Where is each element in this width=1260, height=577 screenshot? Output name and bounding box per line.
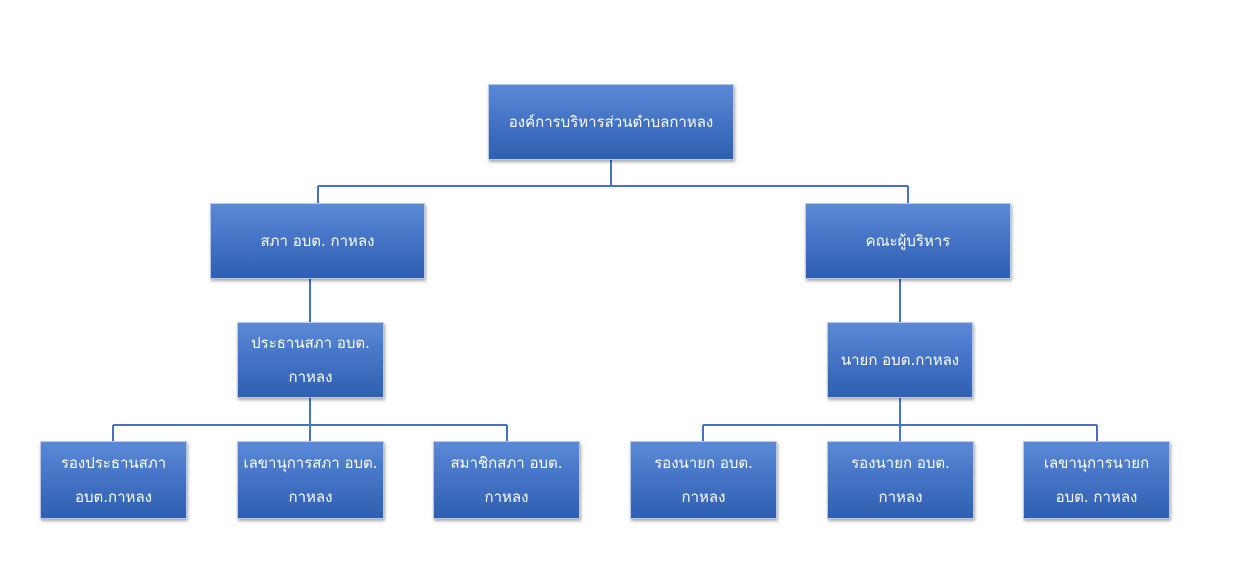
node-mayor-secretary: เลขานุการนายก อบต. กาหลง	[1023, 441, 1170, 519]
node-council-president: ประธานสภา อบต. กาหลง	[237, 322, 384, 398]
node-executive-board: คณะผู้บริหาร	[805, 203, 1011, 279]
node-council: สภา อบต. กาหลง	[210, 203, 425, 279]
node-root-organization: องค์การบริหารส่วนตำบลกาหลง	[488, 84, 734, 160]
node-council-vice-president: รองประธานสภา อบต.กาหลง	[40, 441, 187, 519]
node-deputy-mayor-1: รองนายก อบต. กาหลง	[630, 441, 777, 519]
node-council-secretary: เลขานุการสภา อบต. กาหลง	[237, 441, 384, 519]
node-council-member: สมาชิกสภา อบต. กาหลง	[433, 441, 580, 519]
node-mayor: นายก อบต.กาหลง	[827, 322, 973, 398]
node-deputy-mayor-2: รองนายก อบต. กาหลง	[827, 441, 974, 519]
